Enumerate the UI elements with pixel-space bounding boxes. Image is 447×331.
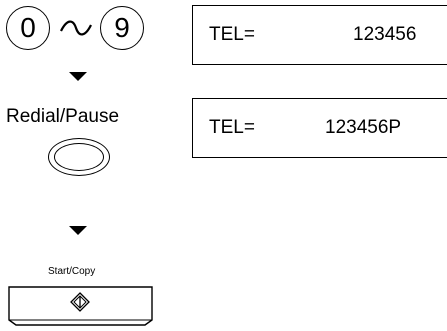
down-triangle-icon xyxy=(69,226,87,235)
number-key-0-label: 0 xyxy=(20,12,36,43)
tilde-icon xyxy=(56,6,96,50)
display-number: 123456 xyxy=(353,24,417,45)
lcd-display-digits: TEL= 123456 xyxy=(192,5,447,65)
down-triangle-icon xyxy=(69,72,87,81)
start-copy-button[interactable] xyxy=(8,286,153,326)
start-diamond-icon xyxy=(70,292,90,312)
redial-pause-button[interactable] xyxy=(48,138,110,176)
display-tel-label: TEL= xyxy=(209,117,255,138)
start-copy-label: Start/Copy xyxy=(48,266,96,277)
display-tel-label: TEL= xyxy=(209,24,255,45)
display-number: 123456P xyxy=(325,117,402,138)
redial-pause-label: Redial/Pause xyxy=(6,106,120,127)
number-key-9[interactable]: 9 xyxy=(100,6,144,50)
redial-pause-button-inner xyxy=(54,143,104,171)
number-key-9-label: 9 xyxy=(114,12,130,43)
number-key-0[interactable]: 0 xyxy=(6,6,50,50)
lcd-display-pause: TEL= 123456P xyxy=(192,98,447,158)
